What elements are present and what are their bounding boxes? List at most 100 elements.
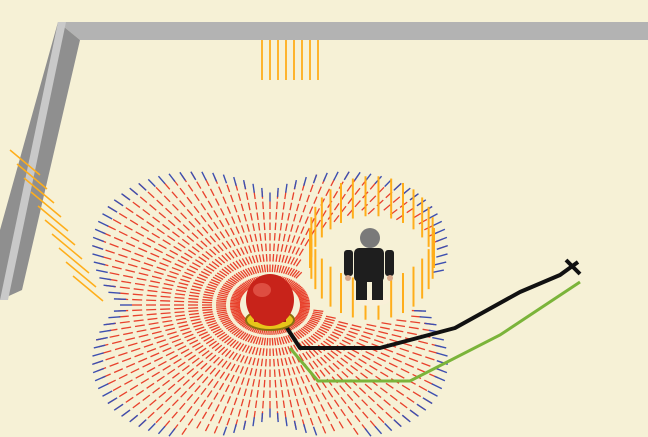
field-vector: [276, 187, 279, 197]
field-vector: [206, 286, 217, 291]
field-vector: [350, 327, 360, 332]
field-vector: [147, 191, 155, 199]
field-vector: [305, 374, 310, 383]
field-vector: [358, 358, 367, 365]
field-vector: [165, 350, 175, 357]
field-vector: [396, 319, 407, 322]
field-vector: [233, 423, 237, 434]
field-vector: [150, 352, 160, 358]
field-vector: [351, 324, 362, 328]
field-vector: [151, 371, 160, 378]
field-vector: [23, 177, 55, 204]
field-vector: [284, 255, 289, 264]
field-vector: [119, 321, 130, 324]
field-vector: [310, 335, 319, 342]
field-vector: [249, 367, 253, 376]
field-vector: [200, 203, 207, 211]
field-vector: [373, 339, 384, 344]
field-vector: [167, 219, 176, 227]
field-vector: [171, 399, 179, 407]
field-vector: [224, 373, 230, 381]
field-vector: [249, 234, 253, 243]
field-vector: [113, 403, 124, 411]
field-vector: [221, 319, 232, 324]
field-vector: [247, 202, 251, 211]
field-vector: [275, 390, 278, 398]
field-vector: [320, 356, 327, 364]
field-vector: [327, 352, 335, 360]
field-vector: [142, 209, 151, 216]
field-vector: [127, 263, 138, 268]
field-vector: [140, 378, 150, 384]
field-vector: [295, 236, 301, 244]
field-vector: [281, 347, 285, 356]
field-vector: [92, 360, 104, 366]
field-vector: [265, 243, 267, 252]
field-vector: [262, 201, 264, 210]
field-vector: [111, 340, 122, 345]
field-vector: [255, 336, 260, 345]
field-vector: [419, 316, 432, 319]
field-vector: [221, 360, 228, 368]
field-vector: [217, 312, 228, 317]
field-vector: [135, 214, 145, 221]
field-vector: [129, 414, 139, 423]
field-vector: [147, 422, 156, 432]
field-vector: [436, 253, 448, 258]
field-vector: [201, 226, 209, 234]
field-vector: [194, 193, 200, 202]
field-vector: [312, 333, 321, 340]
field-vector: [217, 358, 224, 366]
field-vector: [189, 339, 199, 345]
field-vector: [158, 243, 167, 250]
field-vector: [232, 293, 243, 298]
field-vector: [156, 199, 164, 207]
field-vector: [143, 343, 154, 348]
field-vector: [300, 364, 305, 373]
field-vector: [246, 378, 250, 386]
field-vector: [358, 338, 369, 344]
field-vector: [201, 376, 209, 384]
field-vector: [310, 384, 316, 393]
field-vector: [396, 352, 406, 358]
field-vector: [191, 285, 202, 289]
field-vector: [118, 230, 128, 237]
field-vector: [304, 386, 309, 394]
field-vector: [236, 288, 246, 294]
field-vector: [354, 171, 361, 181]
field-vector: [313, 406, 318, 414]
field-vector: [134, 352, 144, 358]
field-vector: [361, 334, 371, 340]
field-vector: [93, 344, 106, 349]
field-vector: [211, 260, 220, 268]
field-vector: [218, 416, 223, 424]
field-vector: [217, 311, 228, 315]
field-vector: [143, 262, 154, 267]
field-vector: [408, 326, 419, 330]
field-vector: [209, 281, 219, 286]
field-vector: [374, 425, 383, 435]
field-vector: [232, 312, 243, 317]
field-vector: [140, 226, 150, 232]
field-vector: [235, 342, 242, 350]
field-vector: [248, 256, 253, 264]
field-vector: [192, 342, 201, 348]
field-vector: [217, 346, 226, 354]
field-vector: [233, 204, 238, 213]
field-vector: [303, 176, 307, 187]
field-vector: [118, 391, 128, 398]
field-vector: [149, 399, 157, 406]
field-vector: [240, 398, 245, 407]
field-vector: [241, 258, 247, 266]
field-vector: [201, 411, 208, 420]
field-vector: [369, 195, 377, 203]
field-vector: [231, 296, 242, 300]
field-vector: [255, 265, 260, 274]
field-vector: [200, 333, 210, 340]
field-vector: [177, 227, 185, 235]
field-vector: [196, 421, 202, 429]
field-vector: [224, 384, 230, 393]
field-vector: [195, 259, 204, 265]
field-vector: [147, 317, 158, 321]
